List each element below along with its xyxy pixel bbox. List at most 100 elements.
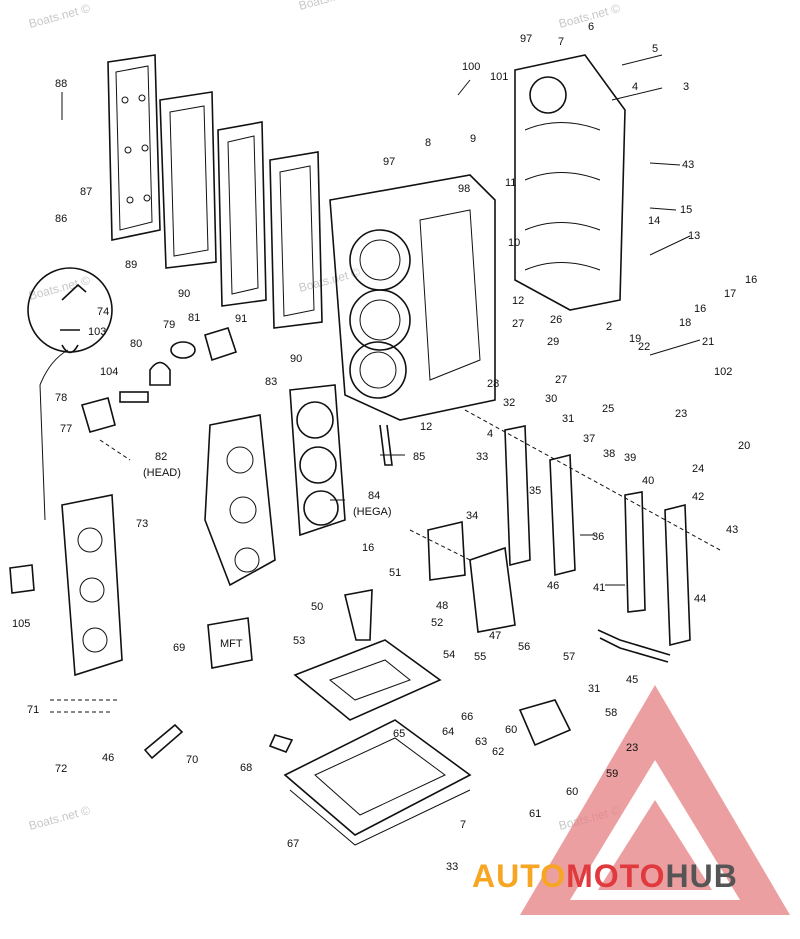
- callout: 68: [240, 762, 252, 774]
- callout: 70: [186, 754, 198, 766]
- plate-91: [217, 121, 267, 307]
- callout: 86: [55, 213, 67, 225]
- callout: 27: [555, 374, 567, 386]
- callout: 77: [60, 423, 72, 435]
- callout: (HEAD): [143, 467, 181, 479]
- callout: 36: [592, 531, 604, 543]
- callout: 12: [512, 295, 524, 307]
- callout: 71: [27, 704, 39, 716]
- callout: 102: [714, 366, 732, 378]
- callout: 27: [512, 318, 524, 330]
- callout-labels: 88 87 86 89 90 91 90 97 97 100 101 7 6 5…: [12, 21, 757, 873]
- callout: 37: [583, 433, 595, 445]
- callout: 64: [442, 726, 454, 738]
- callout: 100: [462, 61, 480, 73]
- callout: 58: [605, 707, 617, 719]
- callout: 16: [694, 303, 706, 315]
- exhaust-cover-73: [61, 494, 123, 677]
- callout: 13: [688, 230, 700, 242]
- callout: 7: [460, 819, 466, 831]
- callout: 85: [413, 451, 425, 463]
- watermark: Boats.net ©: [27, 803, 92, 833]
- head-gasket-84: [289, 384, 346, 537]
- callout: 29: [547, 336, 559, 348]
- callout: 90: [290, 353, 302, 365]
- callout: 97: [520, 33, 532, 45]
- callout: 35: [529, 485, 541, 497]
- logo-moto: MOTO: [566, 858, 665, 894]
- logo-hub: HUB: [665, 858, 737, 894]
- cylinder-block-97: [329, 174, 496, 421]
- callout: 69: [173, 642, 185, 654]
- callout: 80: [130, 338, 142, 350]
- gasket-53: [293, 639, 442, 721]
- callout: 3: [683, 81, 689, 93]
- exhaust-cover-89: [107, 54, 161, 241]
- callout: 44: [694, 593, 706, 605]
- callout: 46: [102, 752, 114, 764]
- callout: 31: [562, 413, 574, 425]
- callout: 65: [393, 728, 405, 740]
- callout: 17: [724, 288, 736, 300]
- cylinder-head-82: [204, 414, 276, 587]
- callout: 31: [588, 683, 600, 695]
- callout: 11: [505, 177, 516, 189]
- callout: (HEGA): [353, 506, 392, 518]
- callout: 18: [679, 317, 691, 329]
- callout: 38: [603, 448, 615, 460]
- callout: 26: [550, 314, 562, 326]
- callout: 57: [563, 651, 575, 663]
- callout: 67: [287, 838, 299, 850]
- callout: 63: [475, 736, 487, 748]
- callout: 50: [311, 601, 323, 613]
- callout: 23: [675, 408, 687, 420]
- callout: 87: [80, 186, 92, 198]
- adapter-plate-67: [283, 719, 472, 846]
- callout: 34: [466, 510, 478, 522]
- callout: 23: [626, 742, 638, 754]
- watermark: Boats.net ©: [297, 0, 362, 13]
- callout: 52: [431, 617, 443, 629]
- leader-lines: [61, 54, 701, 586]
- callout: 62: [492, 746, 504, 758]
- callout: 45: [626, 674, 638, 686]
- callout: 10: [508, 237, 520, 249]
- svg-text:AUTOMOTOHUB: AUTOMOTOHUB: [472, 858, 738, 894]
- callout: 81: [188, 312, 200, 324]
- callout: 88: [55, 78, 67, 90]
- callout: 97: [383, 156, 395, 168]
- tag-69-label: MFT: [220, 638, 243, 650]
- callout: 20: [738, 440, 750, 452]
- callout: 33: [476, 451, 488, 463]
- callout: 7: [558, 36, 564, 48]
- callout: 60: [566, 786, 578, 798]
- dashed-guides: [50, 409, 721, 713]
- callout: 43: [726, 524, 738, 536]
- gasket-90b: [269, 151, 323, 329]
- automotohub-wordmark: AUTOMOTOHUB: [472, 858, 738, 894]
- callout: 46: [547, 580, 559, 592]
- callout: 8: [425, 137, 431, 149]
- callout: 59: [606, 768, 618, 780]
- callout: 30: [545, 393, 557, 405]
- callout: 4: [487, 428, 493, 440]
- thermostat-assembly: [80, 327, 238, 433]
- callout: 48: [436, 600, 448, 612]
- callout: 103: [88, 326, 106, 338]
- callout: 42: [692, 491, 704, 503]
- callout: 101: [490, 71, 508, 83]
- callout: 28: [487, 378, 499, 390]
- cover-plates: [504, 425, 691, 647]
- callout: 33: [446, 861, 458, 873]
- callout: 9: [470, 133, 476, 145]
- callout: 60: [505, 724, 517, 736]
- callout: 53: [293, 635, 305, 647]
- callout: 73: [136, 518, 148, 530]
- callout: 14: [648, 215, 660, 227]
- callout: 98: [458, 183, 470, 195]
- callout: 2: [606, 321, 612, 333]
- callout: 4: [632, 81, 638, 93]
- callout: 39: [624, 452, 636, 464]
- callout: 5: [652, 43, 658, 55]
